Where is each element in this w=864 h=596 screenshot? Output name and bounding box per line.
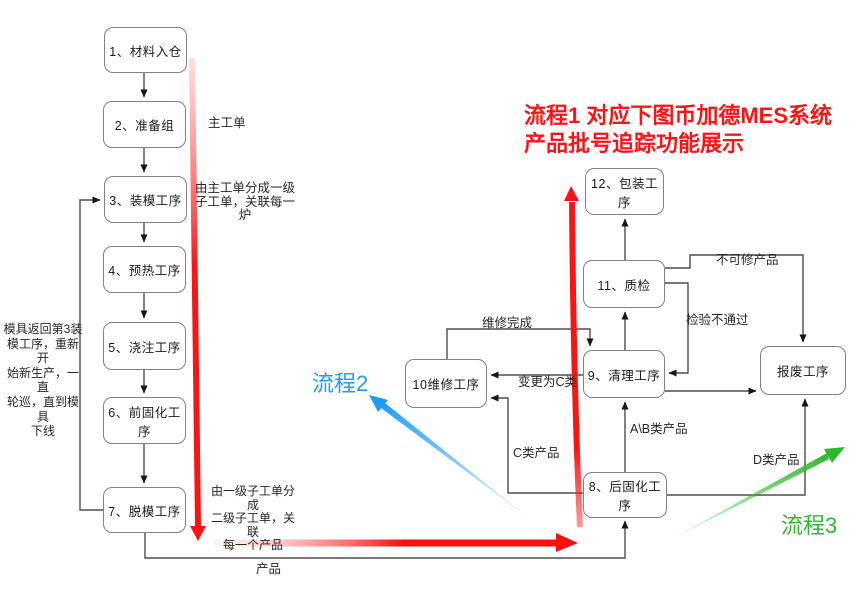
process-box-12-label: 12、包装工序 <box>591 176 658 210</box>
process-box-5-label: 5、浇注工序 <box>108 340 181 355</box>
edge-8-10-c-products <box>490 394 583 494</box>
process-box-2-prep-group: 2、准备组 <box>103 101 186 148</box>
label-ab-products: A\B类产品 <box>630 422 688 436</box>
process-box-3-label: 3、装模工序 <box>109 194 182 208</box>
label-inspect-fail: 检验不通过 <box>686 313 749 327</box>
label-d-products: D类产品 <box>753 453 800 467</box>
process-box-7-demold: 7、脱模工序 <box>103 487 186 533</box>
process-box-4-label: 4、预热工序 <box>108 264 181 278</box>
flow2-label: 流程2 <box>312 371 369 396</box>
edge-8-scrap-d-products <box>667 398 809 496</box>
process-box-11-label: 11、质检 <box>597 278 651 293</box>
note-level2-suborder: 由一级子工单分成 二级子工单，关联 每一个产品 <box>210 484 295 552</box>
process-box-6-label: 6、前固化工序 <box>108 405 181 439</box>
process-box-10-repair: 10维修工序 <box>405 359 487 408</box>
note-mold-return: 模具返回第3装 模工序，重新开 始新生产，一直 轮巡，直到模具 下线 <box>3 322 83 439</box>
flow3-arrow-head <box>824 447 845 463</box>
edge-10-9-repair-done <box>446 328 594 359</box>
flow3-label: 流程3 <box>781 513 838 538</box>
process-box-12-packaging: 12、包装工序 <box>585 168 664 215</box>
process-box-9-cleaning: 9、清理工序 <box>583 350 665 398</box>
edge-7-loopback-3 <box>79 196 103 511</box>
flow1-arrow-up-head <box>564 186 579 201</box>
process-box-6-pre-cure: 6、前固化工序 <box>103 397 186 444</box>
flow1-title-annotation: 流程1 对应下图币加德MES系统 产品批号追踪功能展示 <box>524 103 833 156</box>
process-box-1-label: 1、材料入仓 <box>109 44 182 59</box>
process-box-scrap: 报废工序 <box>760 346 846 395</box>
process-box-scrap-label: 报废工序 <box>776 365 829 379</box>
process-box-5-pouring: 5、浇注工序 <box>103 322 186 370</box>
flow1-arrow-up-shaft <box>569 201 583 528</box>
flow1-arrow-down-head <box>190 526 206 541</box>
process-box-11-qc: 11、质检 <box>583 260 665 308</box>
edge-11-scrap-unrepairable <box>665 254 807 343</box>
process-box-8-post-cure: 8、后固化工序 <box>583 472 667 518</box>
label-repair-done: 维修完成 <box>482 316 533 330</box>
flow1-arrows <box>189 57 583 552</box>
label-master-order: 主工单 <box>208 116 246 130</box>
process-box-3-mold-setup: 3、装模工序 <box>104 176 187 223</box>
flow1-arrow-down-shaft <box>189 57 201 527</box>
flow1-arrow-right-head <box>556 533 578 552</box>
flow2-arrow-shaft <box>381 403 530 519</box>
edge-11-9-inspect-fail <box>665 282 689 377</box>
flow2-arrow-head <box>369 395 388 412</box>
process-box-1-material-in: 1、材料入仓 <box>104 27 187 73</box>
label-c-products: C类产品 <box>513 446 560 460</box>
process-box-8-label: 8、后固化工序 <box>588 480 662 513</box>
process-box-2-label: 2、准备组 <box>114 119 175 133</box>
flow3-arrow <box>668 447 845 541</box>
note-level1-suborder: 由主工单分成一级 子工单，关联每一 炉 <box>194 181 295 222</box>
process-box-4-preheat: 4、预热工序 <box>103 246 186 293</box>
process-edges <box>79 72 809 559</box>
label-product: 产品 <box>256 562 282 576</box>
process-box-7-label: 7、脱模工序 <box>108 504 181 519</box>
process-box-9-label: 9、清理工序 <box>587 368 661 383</box>
label-unrepairable: 不可修产品 <box>716 253 779 267</box>
label-change-to-c: 变更为C类 <box>518 375 578 389</box>
flow3-arrow-shaft <box>668 453 829 541</box>
flow2-arrow <box>369 395 530 519</box>
process-box-10-label: 10维修工序 <box>412 378 480 392</box>
edge-7-product-8 <box>144 520 629 559</box>
